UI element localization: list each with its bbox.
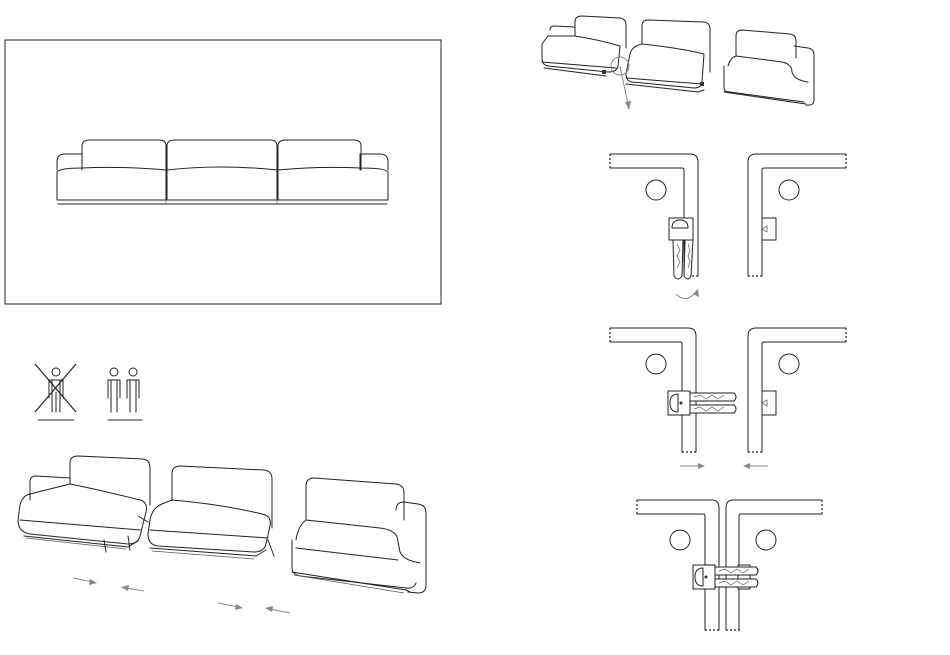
one-person-crossed-icon [35, 364, 76, 420]
two-persons-ok-icon [108, 368, 142, 420]
module-right-arm [292, 478, 426, 593]
module-middle [138, 466, 274, 559]
step1-right-frame [748, 154, 846, 276]
modules-exploded-view [18, 456, 426, 613]
step2-left-frame [610, 328, 696, 452]
push-together-arrows [74, 578, 290, 613]
connected-module-right [724, 30, 814, 105]
detail-callout [602, 57, 704, 110]
connector-step-2 [610, 328, 846, 469]
front-view-panel [5, 40, 441, 304]
modules-connected-closeup [542, 16, 814, 110]
connected-module-left [542, 16, 626, 76]
step1-clip-open [669, 218, 693, 279]
step2-clip-rotated [668, 391, 736, 415]
front-view-frame [5, 40, 441, 304]
connector-step-3 [637, 500, 822, 630]
module-left-arm [18, 456, 150, 552]
two-person-lifting-pictogram [35, 364, 142, 420]
rotate-arrow [676, 289, 699, 299]
front-view-sofa [57, 140, 388, 204]
step2-push-arrows [680, 463, 768, 469]
connector-step-1 [610, 154, 846, 299]
connected-module-middle [626, 20, 710, 92]
step2-right-frame [748, 328, 846, 452]
